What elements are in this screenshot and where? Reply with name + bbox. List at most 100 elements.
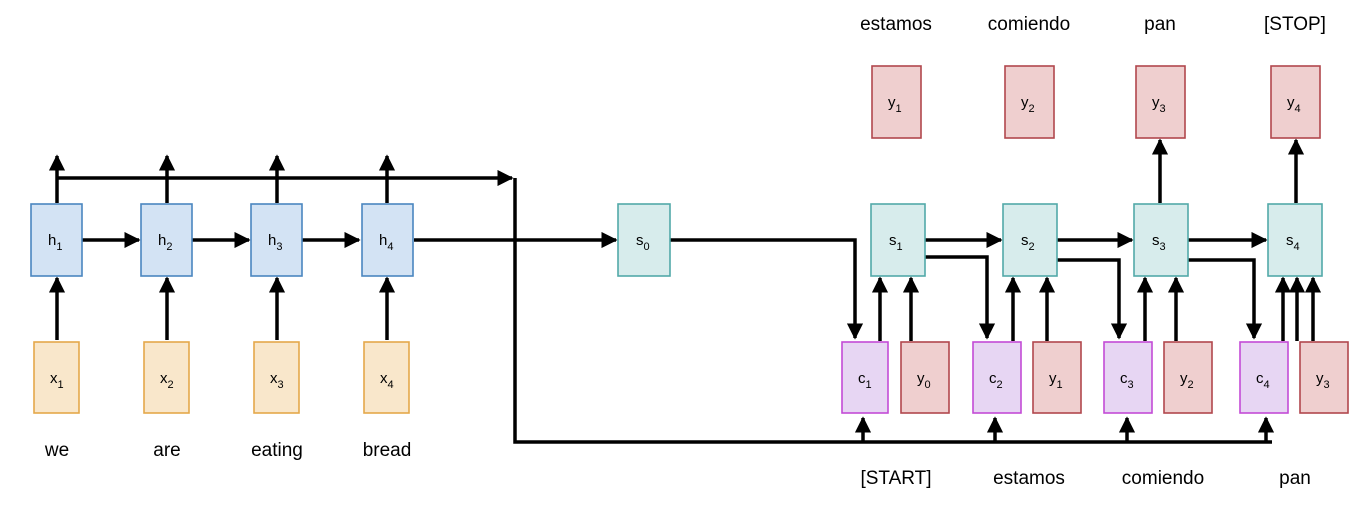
node-x3: x3 xyxy=(253,341,300,414)
previous-outputs: y0 y1 y2 y3 xyxy=(900,341,1349,414)
encoder-hidden-states: h1 h2 h3 h4 xyxy=(30,203,414,277)
node-x1: x1 xyxy=(33,341,80,414)
node-y2-out: y2 xyxy=(1004,65,1055,139)
node-subscript: 1 xyxy=(1057,379,1063,391)
svg-text:s3: s3 xyxy=(1152,232,1166,253)
node-symbol: s xyxy=(1286,232,1294,249)
svg-text:x4: x4 xyxy=(380,370,394,391)
svg-text:h1: h1 xyxy=(48,232,62,253)
arrow-s0-c1 xyxy=(670,238,864,340)
node-symbol: c xyxy=(1256,370,1264,387)
encoder-inputs: x1 x2 x3 x4 xyxy=(33,341,410,414)
node-subscript: 1 xyxy=(896,103,902,115)
svg-text:x2: x2 xyxy=(160,370,174,391)
node-subscript: 2 xyxy=(166,241,172,253)
node-y1-in: y1 xyxy=(1032,341,1082,414)
node-c2: c2 xyxy=(972,341,1022,414)
node-symbol: s xyxy=(889,232,897,249)
svg-text:h2: h2 xyxy=(158,232,172,253)
svg-text:h4: h4 xyxy=(379,232,393,253)
node-symbol: y xyxy=(888,94,896,111)
svg-text:c2: c2 xyxy=(989,370,1003,391)
node-symbol: h xyxy=(379,232,387,249)
node-subscript: 3 xyxy=(1324,379,1330,391)
node-symbol: x xyxy=(380,370,388,387)
output-words: estamos comiendo pan [STOP] xyxy=(860,14,1326,35)
node-subscript: 2 xyxy=(1029,241,1035,253)
node-symbol: h xyxy=(158,232,166,249)
node-symbol: x xyxy=(50,370,58,387)
node-x4: x4 xyxy=(363,341,410,414)
svg-text:c3: c3 xyxy=(1120,370,1134,391)
node-symbol: y xyxy=(1049,370,1057,387)
node-h4: h4 xyxy=(361,203,414,277)
node-subscript: 3 xyxy=(1160,241,1166,253)
svg-text:y0: y0 xyxy=(917,370,931,391)
prev-output-word: pan xyxy=(1279,468,1311,489)
node-symbol: h xyxy=(48,232,56,249)
attention-bus xyxy=(513,178,1272,444)
node-s0: s0 xyxy=(617,203,671,277)
svg-text:y1: y1 xyxy=(888,94,902,115)
node-y4-out: y4 xyxy=(1270,65,1321,139)
node-subscript: 2 xyxy=(997,379,1003,391)
svg-text:y1: y1 xyxy=(1049,370,1063,391)
node-y1-out: y1 xyxy=(871,65,922,139)
decoder-outputs: y1 y2 y3 y4 xyxy=(871,65,1321,139)
svg-text:y2: y2 xyxy=(1180,370,1194,391)
node-subscript: 1 xyxy=(866,379,872,391)
node-c1: c1 xyxy=(841,341,889,414)
node-symbol: c xyxy=(858,370,866,387)
svg-text:y4: y4 xyxy=(1287,94,1301,115)
node-s1: s1 xyxy=(870,203,926,277)
input-word: bread xyxy=(363,440,412,461)
svg-text:y2: y2 xyxy=(1021,94,1035,115)
prev-output-word: comiendo xyxy=(1122,468,1204,489)
node-subscript: 0 xyxy=(644,241,650,253)
output-word: pan xyxy=(1144,14,1176,35)
node-subscript: 2 xyxy=(1029,103,1035,115)
svg-text:s1: s1 xyxy=(889,232,903,253)
svg-text:x3: x3 xyxy=(270,370,284,391)
node-symbol: x xyxy=(160,370,168,387)
input-word: are xyxy=(153,440,180,461)
node-subscript: 0 xyxy=(925,379,931,391)
node-subscript: 3 xyxy=(276,241,282,253)
node-subscript: 1 xyxy=(897,241,903,253)
node-y2-in: y2 xyxy=(1163,341,1213,414)
node-s4: s4 xyxy=(1267,203,1323,277)
node-subscript: 3 xyxy=(1160,103,1166,115)
node-subscript: 4 xyxy=(388,379,394,391)
output-word: comiendo xyxy=(988,14,1070,35)
output-word: estamos xyxy=(860,14,932,35)
node-y3-out: y3 xyxy=(1135,65,1186,139)
node-symbol: x xyxy=(270,370,278,387)
node-symbol: y xyxy=(1021,94,1029,111)
node-subscript: 2 xyxy=(1188,379,1194,391)
node-h1: h1 xyxy=(30,203,83,277)
node-subscript: 4 xyxy=(1295,103,1301,115)
node-symbol: s xyxy=(636,232,644,249)
node-subscript: 4 xyxy=(1294,241,1300,253)
context-vectors: c1 c2 c3 c4 xyxy=(841,341,1289,414)
node-subscript: 1 xyxy=(58,379,64,391)
svg-text:s2: s2 xyxy=(1021,232,1035,253)
node-subscript: 3 xyxy=(278,379,284,391)
node-c4: c4 xyxy=(1239,341,1289,414)
arrow-s2-c3 xyxy=(1057,258,1128,340)
prev-output-word: [START] xyxy=(860,468,931,489)
input-word: eating xyxy=(251,440,303,461)
node-subscript: 1 xyxy=(56,241,62,253)
node-symbol: y xyxy=(1180,370,1188,387)
input-words: we are eating bread xyxy=(44,440,411,461)
svg-text:y3: y3 xyxy=(1316,370,1330,391)
svg-text:c4: c4 xyxy=(1256,370,1270,391)
node-symbol: y xyxy=(1316,370,1324,387)
node-symbol: y xyxy=(917,370,925,387)
node-symbol: y xyxy=(1287,94,1295,111)
arrow-s1-c2 xyxy=(925,255,996,340)
svg-text:c1: c1 xyxy=(858,370,872,391)
svg-text:x1: x1 xyxy=(50,370,64,391)
node-subscript: 3 xyxy=(1128,379,1134,391)
